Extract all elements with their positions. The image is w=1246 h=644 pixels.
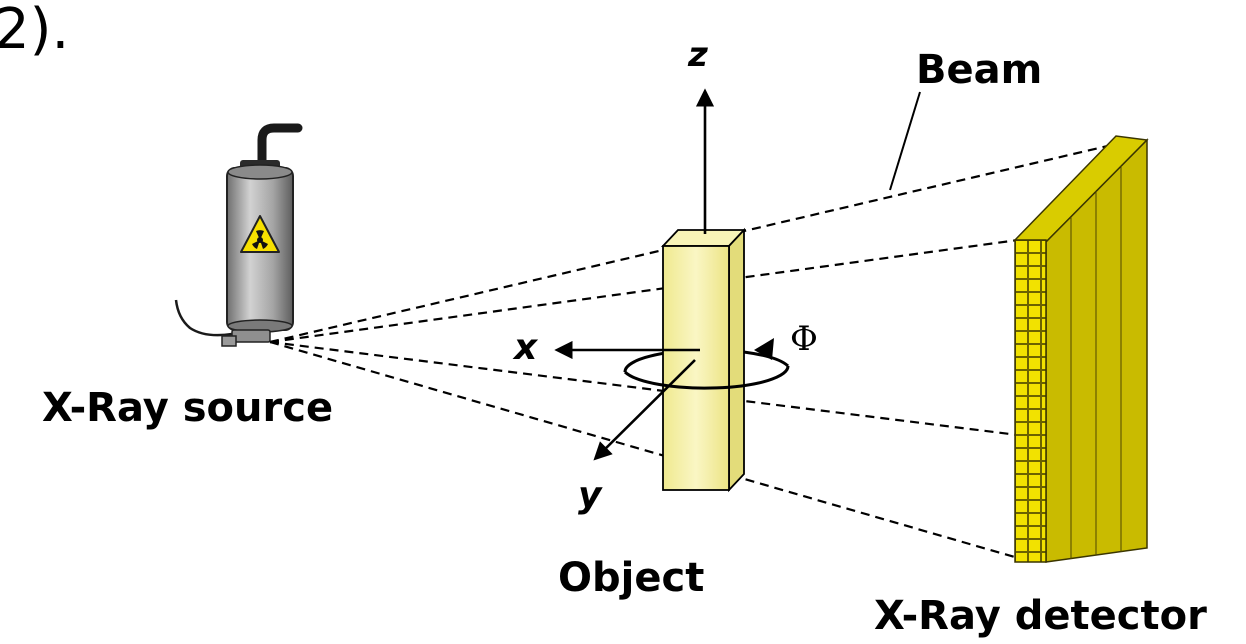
detector-face bbox=[1014, 239, 1047, 563]
beam-line-upper bbox=[269, 238, 1019, 344]
xray-source bbox=[174, 123, 303, 347]
object-block bbox=[660, 227, 747, 493]
beam-line-top bbox=[269, 142, 1117, 344]
source-nozzle bbox=[221, 335, 237, 347]
object-label: Object bbox=[558, 555, 705, 601]
corner-fragment-text: 2). bbox=[0, 0, 70, 62]
xray-detector bbox=[1013, 135, 1149, 563]
beam-label: Beam bbox=[916, 47, 1043, 93]
object-side bbox=[728, 227, 745, 493]
object-front bbox=[662, 245, 730, 491]
rotation-arrowhead bbox=[754, 338, 774, 360]
beam-line-bottom bbox=[269, 340, 1019, 560]
axis-x-label: x bbox=[514, 327, 538, 368]
radiation-warning-icon bbox=[240, 215, 280, 253]
axis-y-label: y bbox=[578, 475, 602, 516]
axis-y-arrow bbox=[593, 359, 696, 461]
detector-side-grid bbox=[1070, 166, 1122, 559]
source-cable-bottom bbox=[174, 299, 233, 337]
detector-label: X-Ray detector bbox=[874, 593, 1207, 639]
source-cable-top bbox=[257, 123, 303, 173]
beam-line-middle bbox=[269, 340, 1019, 437]
rotation-ellipse-front bbox=[623, 365, 790, 390]
beam-pointer bbox=[889, 91, 921, 191]
source-top-rim bbox=[227, 164, 293, 180]
rotation-phi-label: Φ bbox=[790, 319, 818, 359]
axis-z-label: z bbox=[688, 35, 708, 75]
source-label: X-Ray source bbox=[42, 385, 334, 431]
source-base bbox=[231, 329, 271, 343]
beam-lines bbox=[269, 142, 1117, 560]
